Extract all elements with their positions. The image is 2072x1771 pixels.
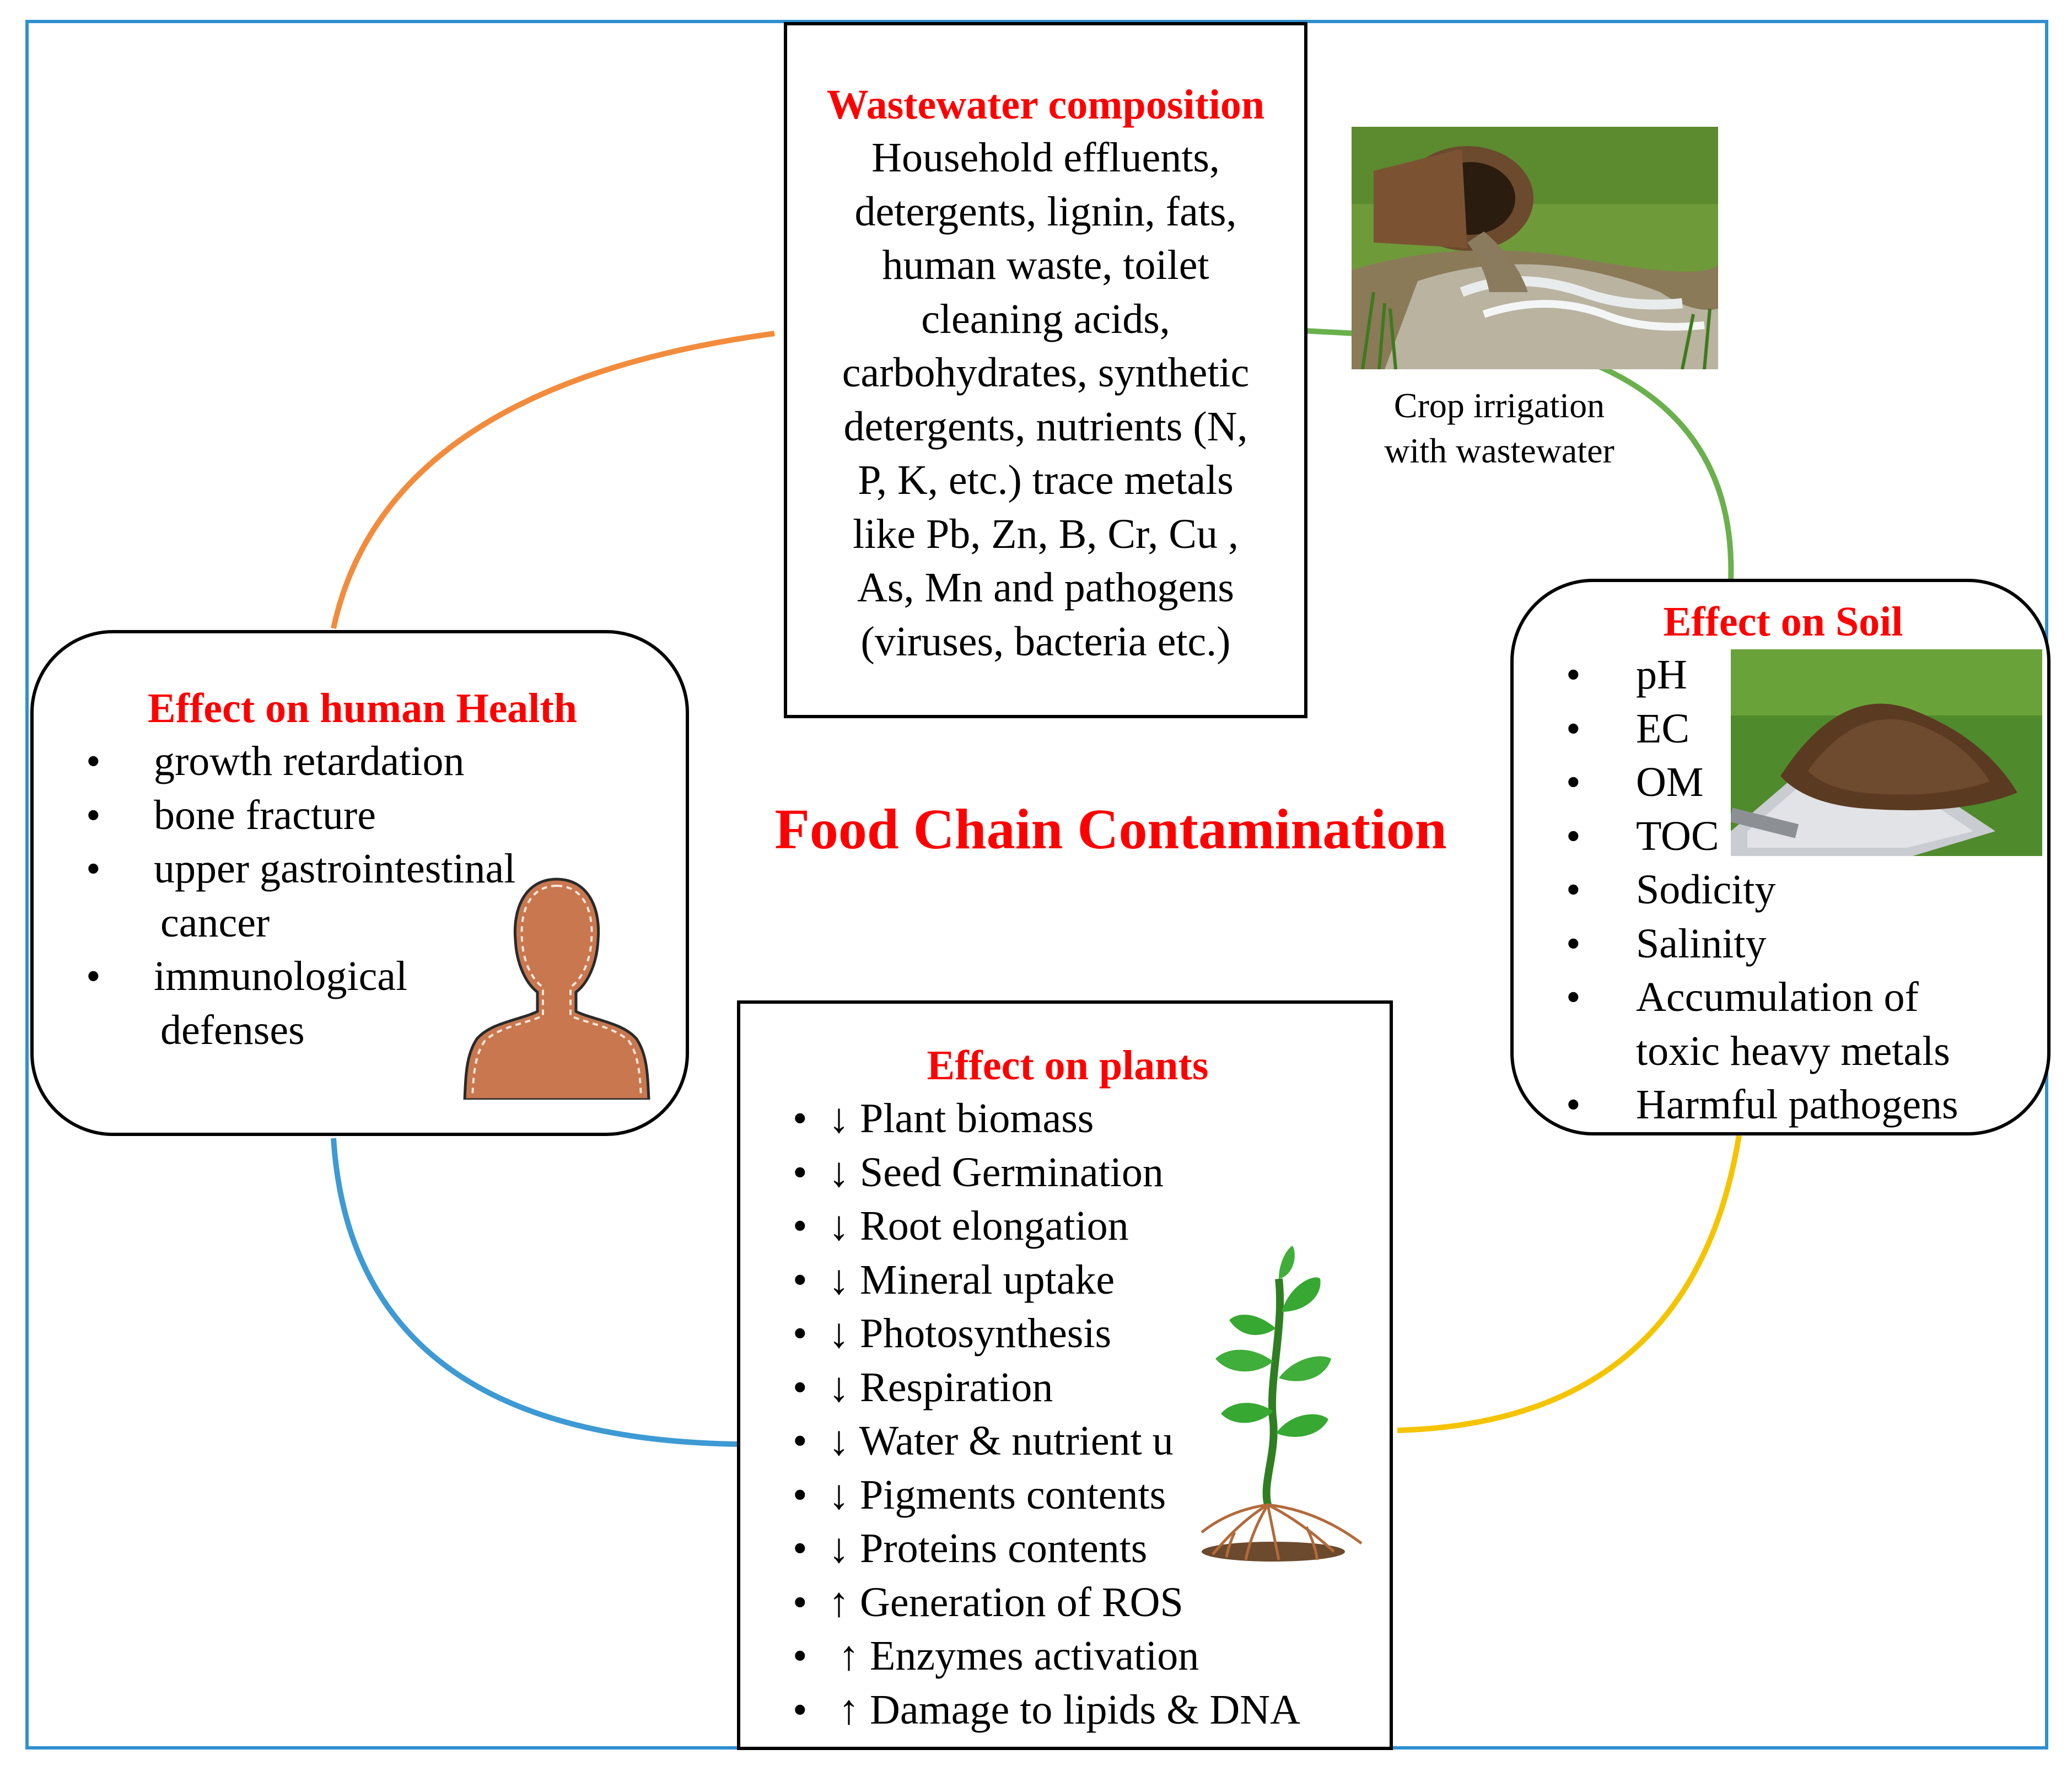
list-item-text: ↓ Plant biomass	[828, 1095, 1094, 1142]
list-item: ↑ Damage to lipids & DNA	[793, 1683, 1390, 1737]
list-item-text: Harmful pathogens	[1636, 1081, 1958, 1128]
wastewater-list: Household effluents, detergents, lignin,…	[787, 131, 1304, 669]
list-item: ↑ Enzymes activation	[793, 1629, 1390, 1683]
wastewater-title: Wastewater composition	[826, 82, 1265, 128]
list-item: ↓ Proteins contents	[793, 1522, 1390, 1576]
green-connector	[1303, 328, 1357, 336]
list-item-text: immunological	[154, 953, 408, 999]
wastewater-pipe-photo	[1352, 127, 1718, 369]
diagram-title: Food Chain Contamination	[774, 798, 1447, 861]
green-connector-curve	[1592, 361, 1734, 582]
list-item-text: ↓ Proteins contents	[828, 1525, 1148, 1571]
irrigation-caption-line: Crop irrigation	[1393, 386, 1605, 425]
list-item-text: OM	[1636, 759, 1704, 805]
list-item: ↓ Seed Germination	[793, 1146, 1390, 1200]
list-item: ↓ Plant biomass	[793, 1092, 1390, 1146]
orange-connector	[331, 331, 775, 629]
list-item-text: ↑ Enzymes activation	[838, 1633, 1199, 1679]
list-item-text: defenses	[160, 1006, 305, 1053]
list-item: immunological	[86, 950, 686, 1004]
soil-title: Effect on Soil	[1663, 599, 1903, 645]
list-item: TOC	[1566, 810, 2047, 864]
list-item: bone fracture	[86, 789, 686, 843]
human-health-list: growth retardation bone fracture upper g…	[34, 735, 686, 1057]
list-item: Accumulation of	[1566, 971, 2047, 1025]
list-item-continuation: cancer	[154, 896, 686, 950]
wastewater-line: Household effluents,	[871, 134, 1220, 181]
list-item-text: cancer	[160, 899, 270, 946]
list-item-text: ↑ Damage to lipids & DNA	[838, 1686, 1301, 1733]
list-item: growth retardation	[86, 735, 686, 789]
list-item: ↓ Water & nutrient u	[793, 1414, 1390, 1468]
wastewater-line: carbohydrates, synthetic	[842, 349, 1250, 396]
wastewater-composition-box: Wastewater composition Household effluen…	[784, 22, 1307, 718]
list-item: Salinity	[1566, 917, 2047, 971]
list-item-text: Accumulation of	[1636, 974, 1919, 1020]
list-item-continuation: defenses	[154, 1004, 686, 1058]
list-item-text: ↑ Generation of ROS	[828, 1579, 1183, 1625]
list-item-text: Salinity	[1636, 920, 1767, 967]
list-item: ↓ Pigments contents	[793, 1468, 1390, 1522]
irrigation-caption: Crop irrigation with wastewater	[1345, 383, 1654, 473]
list-item: Harmful pathogens	[1566, 1078, 2047, 1132]
human-silhouette-icon	[460, 874, 653, 1100]
list-item: pH	[1566, 648, 2047, 702]
list-item-text: ↓ Seed Germination	[828, 1149, 1164, 1196]
wastewater-line: human waste, toilet	[882, 242, 1209, 288]
list-item: ↑ Generation of ROS	[793, 1576, 1390, 1630]
yellow-connector	[1397, 1135, 1742, 1433]
list-item-text: ↓ Root elongation	[828, 1203, 1129, 1249]
wastewater-line: like Pb, Zn, B, Cr, Cu ,	[853, 510, 1239, 557]
list-item-text: TOC	[1636, 812, 1719, 859]
soil-list: pH EC OM TOC Sodicity Salinity Accumulat…	[1514, 648, 2047, 1132]
irrigation-caption-line: with wastewater	[1384, 431, 1614, 470]
plant-icon	[1196, 1246, 1373, 1563]
human-health-title: Effect on human Health	[148, 685, 577, 731]
list-item-text: ↓ Mineral uptake	[828, 1256, 1115, 1303]
list-item-text: ↓ Respiration	[828, 1364, 1053, 1411]
plants-title: Effect on plants	[927, 1042, 1209, 1089]
list-item-text: toxic heavy metals	[1636, 1027, 1950, 1074]
list-item-continuation: toxic heavy metals	[1636, 1025, 2047, 1079]
list-item: ↓ Mineral uptake	[793, 1253, 1390, 1307]
wastewater-line: As, Mn and pathogens	[857, 564, 1234, 611]
wastewater-line: detergents, lignin, fats,	[854, 188, 1237, 235]
list-item-text: growth retardation	[154, 738, 465, 784]
wastewater-line: cleaning acids,	[921, 295, 1170, 342]
wastewater-line: (viruses, bacteria etc.)	[860, 618, 1231, 665]
list-item: upper gastrointestinal	[86, 842, 686, 896]
list-item: ↓ Photosynthesis	[793, 1307, 1390, 1361]
list-item-text: ↓ Pigments contents	[828, 1471, 1166, 1518]
wastewater-line: P, K, etc.) trace metals	[858, 457, 1234, 503]
list-item-text: ↓ Photosynthesis	[828, 1310, 1112, 1356]
list-item: ↓ Respiration	[793, 1361, 1390, 1415]
list-item-text: bone fracture	[154, 792, 376, 838]
list-item: Sodicity	[1566, 863, 2047, 917]
list-item-text: upper gastrointestinal	[154, 846, 516, 892]
blue-connector	[331, 1138, 739, 1447]
list-item-text: pH	[1636, 652, 1687, 698]
list-item: EC	[1566, 702, 2047, 756]
list-item: ↓ Root elongation	[793, 1199, 1390, 1253]
soil-shovel-photo	[1731, 649, 2042, 856]
list-item-text: ↓ Water & nutrient u	[828, 1418, 1174, 1464]
wastewater-line: detergents, nutrients (N,	[843, 403, 1248, 450]
list-item-text: Sodicity	[1636, 866, 1776, 913]
list-item-text: EC	[1636, 705, 1690, 752]
list-item: OM	[1566, 756, 2047, 810]
plants-list: ↓ Plant biomass ↓ Seed Germination ↓ Roo…	[740, 1092, 1390, 1737]
